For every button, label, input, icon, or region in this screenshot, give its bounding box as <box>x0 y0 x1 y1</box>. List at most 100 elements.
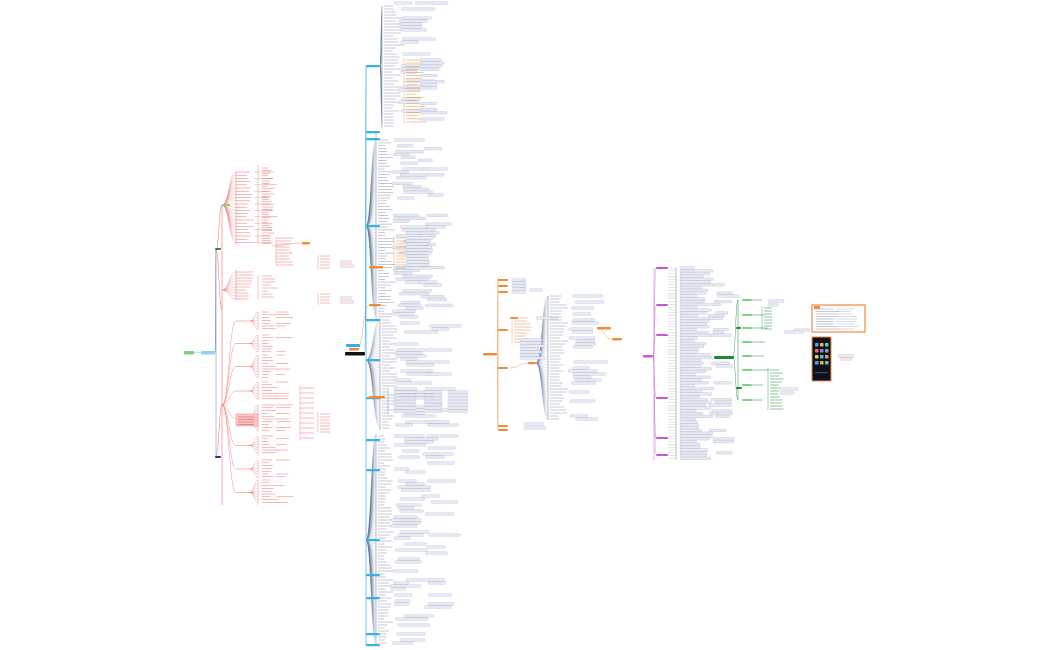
leaf-label[interactable] <box>419 67 440 71</box>
leaf-label[interactable] <box>397 196 415 200</box>
leaf-label[interactable] <box>712 440 734 444</box>
leaf-label[interactable] <box>679 294 697 298</box>
leaf-label[interactable] <box>405 231 440 235</box>
leaf-label[interactable] <box>569 414 588 418</box>
leaf-label[interactable] <box>396 176 427 180</box>
leaf-label[interactable] <box>575 339 595 343</box>
leaf-label[interactable] <box>679 372 696 376</box>
leaf-label[interactable] <box>400 67 419 71</box>
right-left-node[interactable] <box>483 353 497 356</box>
leaf-label[interactable] <box>447 396 469 400</box>
leaf-label[interactable] <box>402 274 433 278</box>
leaf-label[interactable] <box>393 342 419 346</box>
leaf-label[interactable] <box>679 384 695 388</box>
leaf-label[interactable] <box>519 338 543 342</box>
leaf-label[interactable] <box>397 88 420 92</box>
leaf-label[interactable] <box>519 341 542 345</box>
leaf-label[interactable] <box>399 22 423 26</box>
leaf-label[interactable] <box>679 406 712 410</box>
leaf-label[interactable] <box>519 353 540 357</box>
leaf-label[interactable] <box>679 442 701 446</box>
leaf-label[interactable] <box>574 378 602 382</box>
leaf-label[interactable] <box>535 316 559 320</box>
green-branch-head[interactable] <box>742 369 752 371</box>
leaf-label[interactable] <box>429 324 462 328</box>
leaf-label[interactable] <box>426 173 445 177</box>
leaf-label[interactable] <box>431 327 449 331</box>
leaf-label[interactable] <box>423 283 442 287</box>
leaf-label[interactable] <box>391 518 422 522</box>
leaf-label[interactable] <box>779 391 795 395</box>
leaf-label[interactable] <box>715 400 732 404</box>
leaf-label[interactable] <box>712 437 735 441</box>
green-branch-head[interactable] <box>742 299 752 301</box>
cyan-branch-head[interactable] <box>366 469 380 472</box>
leaf-label[interactable] <box>424 605 452 609</box>
leaf-label[interactable] <box>419 101 437 105</box>
purple-branch-head[interactable] <box>656 304 668 306</box>
leaf-label[interactable] <box>398 19 428 23</box>
leaf-label[interactable] <box>716 451 733 455</box>
leaf-label[interactable] <box>679 356 713 360</box>
leaf-label[interactable] <box>402 289 432 293</box>
leaf-label[interactable] <box>396 381 433 385</box>
leaf-label[interactable] <box>711 361 730 365</box>
leaf-label[interactable] <box>679 339 695 343</box>
purple-root-node[interactable] <box>643 355 653 358</box>
cyan-branch-head[interactable] <box>366 131 380 134</box>
leaf-label[interactable] <box>715 311 728 315</box>
leaf-label[interactable] <box>679 316 711 320</box>
leaf-label[interactable] <box>393 403 417 407</box>
cyan-branch-head[interactable] <box>366 138 380 141</box>
leaf-label[interactable] <box>401 414 436 418</box>
leaf-label[interactable] <box>419 58 442 62</box>
leaf-label[interactable] <box>431 500 458 504</box>
leaf-label[interactable] <box>519 350 542 354</box>
leaf-label[interactable] <box>395 354 427 358</box>
leaf-label[interactable] <box>679 389 703 393</box>
leaf-label[interactable] <box>402 16 432 20</box>
leaf-label[interactable] <box>405 360 430 364</box>
green-small-node-2[interactable] <box>736 387 742 389</box>
leaf-label[interactable] <box>392 581 409 585</box>
leaf-label[interactable] <box>679 308 712 312</box>
leaf-label[interactable] <box>394 443 426 447</box>
leaf-label[interactable] <box>425 225 445 229</box>
leaf-label[interactable] <box>427 298 448 301</box>
leaf-label[interactable] <box>679 434 713 438</box>
leaf-label[interactable] <box>391 182 413 185</box>
leaf-label[interactable] <box>529 288 543 292</box>
leaf-label[interactable] <box>401 155 416 159</box>
leaf-label[interactable] <box>394 602 409 606</box>
leaf-label[interactable] <box>405 245 432 249</box>
leaf-label[interactable] <box>711 283 725 287</box>
leaf-label[interactable] <box>394 599 411 603</box>
orange-branch-head[interactable] <box>498 367 508 369</box>
leaf-label[interactable] <box>679 395 700 399</box>
leaf-label[interactable] <box>783 330 805 334</box>
leaf-label[interactable] <box>393 409 417 413</box>
leaf-label[interactable] <box>401 7 436 11</box>
orange-branch-head[interactable] <box>498 279 508 281</box>
leaf-label[interactable] <box>679 350 699 354</box>
leaf-label[interactable] <box>715 414 730 418</box>
leaf-label[interactable] <box>679 403 707 407</box>
leaf-label[interactable] <box>511 278 527 282</box>
leaf-label[interactable] <box>447 400 469 404</box>
leaf-label[interactable] <box>397 506 414 510</box>
leaf-label[interactable] <box>394 536 411 540</box>
orange-branch-head[interactable] <box>498 291 508 293</box>
image-panel-phone[interactable] <box>811 336 832 382</box>
leaf-label[interactable] <box>571 321 599 325</box>
leaf-label[interactable] <box>402 184 421 188</box>
leaf-label[interactable] <box>572 366 590 370</box>
orange-node-right[interactable] <box>597 327 611 330</box>
leaf-label[interactable] <box>419 80 445 84</box>
leaf-label[interactable] <box>447 403 469 407</box>
leaf-label[interactable] <box>709 403 732 407</box>
purple-branch-head[interactable] <box>656 334 668 336</box>
leaf-label[interactable] <box>679 420 698 424</box>
leaf-label[interactable] <box>418 280 438 284</box>
leaf-label[interactable] <box>394 351 423 355</box>
leaf-label[interactable] <box>679 386 715 390</box>
